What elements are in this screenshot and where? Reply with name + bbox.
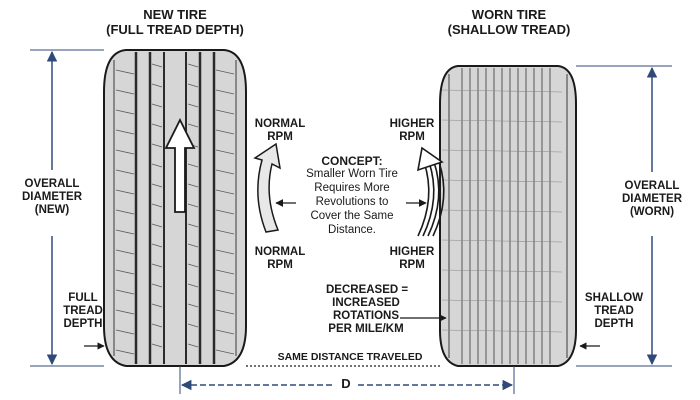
full-tread-depth-label: FULL TREAD DEPTH [63, 292, 103, 330]
same-distance-label: SAME DISTANCE TRAVELED [277, 351, 423, 363]
distance-d-label: D [341, 376, 351, 391]
normal-rpm-top-label: NORMAL RPM [254, 118, 306, 143]
higher-rpm-bottom-label: HIGHER RPM [389, 246, 435, 271]
new-diameter-dimension [30, 49, 104, 367]
concept-heading: CONCEPT: [321, 154, 383, 168]
distance-dimension [179, 365, 515, 394]
higher-rpm-arrow-icon [416, 146, 445, 237]
normal-rpm-arrow-icon [253, 142, 281, 233]
new-tire-sipes [115, 63, 235, 355]
new-diameter-label: OVERALL DIAMETER (NEW) [8, 178, 96, 217]
worn-diameter-dimension [576, 65, 672, 367]
rotation-arrow-icon [164, 117, 196, 213]
concept-text: CONCEPT: Smaller Worn Tire Requires More… [294, 154, 410, 237]
worn-tire [439, 65, 577, 367]
new-tire [103, 49, 247, 367]
new-tire-title: NEW TIRE (FULL TREAD DEPTH) [106, 7, 244, 37]
worn-tire-title: WORN TIRE (SHALLOW TREAD) [447, 7, 571, 37]
worn-diameter-label: OVERALL DIAMETER (WORN) [608, 180, 696, 219]
shallow-tread-depth-label: SHALLOW TREAD DEPTH [584, 292, 644, 330]
higher-rpm-top-label: HIGHER RPM [389, 118, 435, 143]
worn-tire-grooves [461, 68, 551, 364]
normal-rpm-bottom-label: NORMAL RPM [254, 246, 306, 271]
decreased-rotations-label: DECREASED = INCREASED ROTATIONS PER MILE… [326, 284, 409, 335]
